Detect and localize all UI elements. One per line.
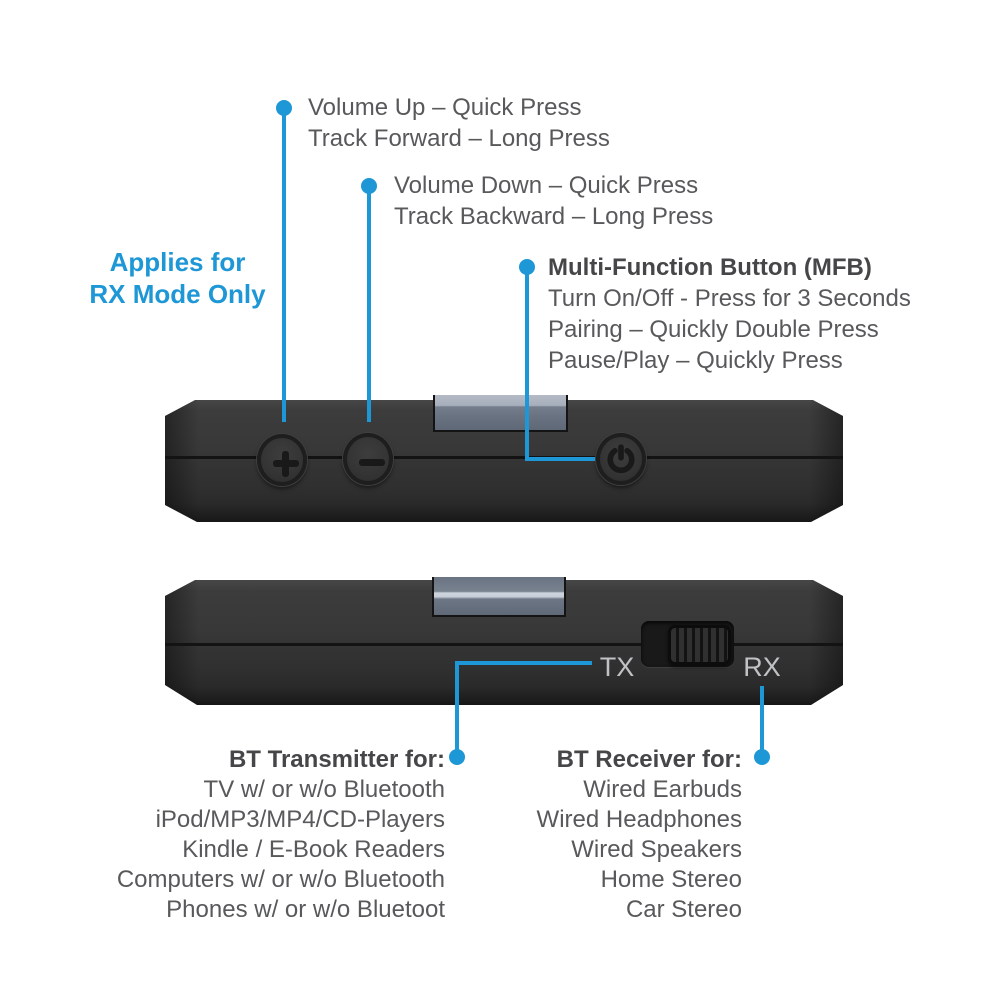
- volume-up-line1: Volume Up – Quick Press: [308, 94, 582, 121]
- mfb-title: Multi-Function Button (MFB): [548, 254, 872, 281]
- device-bottom-seam: [165, 643, 843, 646]
- volume-up-dot: [276, 100, 292, 116]
- receiver-dot: [754, 749, 770, 765]
- volume-down-annotation: Volume Down – Quick Press Track Backward…: [394, 170, 713, 232]
- transmitter-list-title: BT Transmitter for:: [228, 746, 445, 773]
- transmitter-item: Computers w/ or w/o Bluetooth: [116, 866, 445, 893]
- rx-leader-line-vertical: [760, 686, 764, 753]
- volume-down-button: [343, 433, 393, 485]
- tx-leader-line-horizontal: [455, 661, 592, 665]
- volume-down-line2: Track Backward – Long Press: [394, 203, 714, 230]
- tx-leader-line-vertical: [455, 661, 459, 753]
- mode-switch-knob: [668, 625, 731, 665]
- mfb-line3: Pause/Play – Quickly Press: [548, 347, 843, 374]
- receiver-item: Car Stereo: [625, 896, 742, 923]
- receiver-list-title: BT Receiver for:: [556, 746, 742, 773]
- rx-label: RX: [743, 652, 781, 682]
- receiver-list: BT Receiver for: Wired Earbuds Wired Hea…: [460, 745, 742, 925]
- transmitter-list: BT Transmitter for: TV w/ or w/o Bluetoo…: [58, 745, 445, 925]
- mfb-annotation: Multi-Function Button (MFB) Turn On/Off …: [548, 252, 911, 376]
- power-icon: [607, 444, 635, 474]
- rx-mode-line2: RX Mode Only: [89, 279, 266, 309]
- transmitter-item: Kindle / E-Book Readers: [182, 836, 445, 863]
- device-top-seam: [165, 456, 843, 459]
- rx-mode-note: Applies for RX Mode Only: [80, 246, 275, 310]
- transmitter-item: TV w/ or w/o Bluetooth: [203, 776, 445, 803]
- receiver-item: Wired Speakers: [571, 836, 742, 863]
- mfb-line1: Turn On/Off - Press for 3 Seconds: [548, 285, 911, 312]
- transmitter-item: iPod/MP3/MP4/CD-Players: [155, 806, 445, 833]
- mfb-leader-line-horizontal: [525, 457, 595, 461]
- transmitter-dot: [449, 749, 465, 765]
- volume-down-dot: [361, 178, 377, 194]
- power-button: [596, 433, 646, 485]
- rx-mode-line1: Applies for: [109, 247, 246, 277]
- transmitter-item: Phones w/ or w/o Bluetoot: [166, 896, 445, 923]
- device-top-clip-tab: [433, 395, 568, 432]
- volume-down-line1: Volume Down – Quick Press: [394, 172, 699, 199]
- mfb-line2: Pairing – Quickly Double Press: [548, 316, 879, 343]
- volume-down-leader-line: [367, 192, 371, 422]
- mfb-leader-line-vertical: [525, 273, 529, 461]
- device-bottom-clip-tab: [432, 577, 566, 617]
- volume-up-leader-line: [282, 114, 286, 422]
- volume-up-button: [257, 434, 307, 486]
- receiver-item: Wired Earbuds: [583, 776, 742, 803]
- receiver-item: Home Stereo: [600, 866, 742, 893]
- tx-label: TX: [599, 652, 635, 682]
- receiver-item: Wired Headphones: [536, 806, 742, 833]
- volume-up-line2: Track Forward – Long Press: [308, 125, 610, 152]
- volume-up-annotation: Volume Up – Quick Press Track Forward – …: [308, 92, 610, 154]
- mfb-dot: [519, 259, 535, 275]
